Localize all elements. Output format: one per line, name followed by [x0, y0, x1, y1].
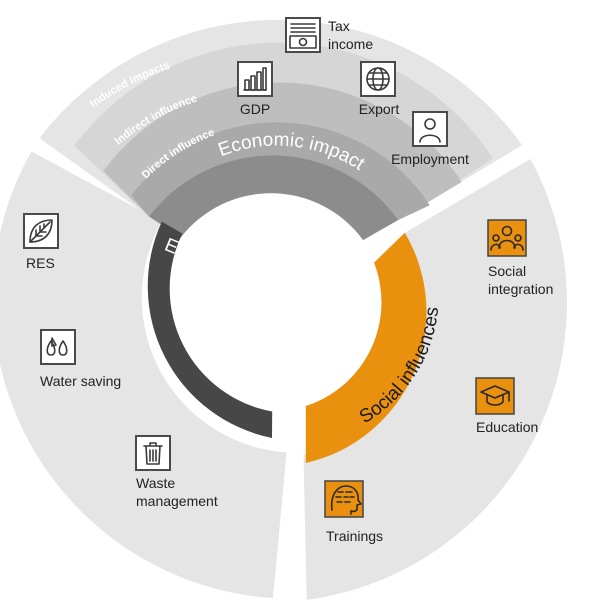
- waste-management-label-line2: management: [136, 493, 218, 509]
- social-integration-item: Social integration: [487, 219, 553, 297]
- tax-income-label-line1: Tax: [328, 18, 350, 34]
- economic-impact-arc: [149, 155, 399, 241]
- person-icon: [412, 111, 448, 147]
- res-item: RES: [23, 213, 59, 271]
- social-outer-sector: [303, 159, 567, 600]
- group-icon: [487, 219, 527, 257]
- social-integration-label-line2: integration: [488, 281, 553, 297]
- globe-icon: [360, 61, 396, 97]
- social-influences-arc: [305, 232, 427, 463]
- environmental-outer-sector: [0, 151, 287, 599]
- environmental-impacts-arc: [147, 221, 273, 438]
- trash-bin-icon: [135, 435, 171, 471]
- export-item: Export: [359, 61, 400, 117]
- graduation-cap-icon: [475, 377, 515, 415]
- gdp-item: GDP: [237, 61, 273, 117]
- social-integration-label-line1: Social: [488, 263, 526, 279]
- bar-chart-icon: [237, 61, 273, 97]
- water-drops-icon: [40, 329, 76, 365]
- leaf-icon: [23, 213, 59, 249]
- employment-label: Employment: [391, 151, 469, 167]
- water-saving-item: Water saving: [40, 329, 121, 389]
- trainings-label: Trainings: [326, 528, 383, 544]
- waste-management-item: Waste management: [135, 435, 218, 509]
- export-label: Export: [359, 101, 400, 117]
- tax-income-item: Tax income: [285, 17, 373, 53]
- res-label: RES: [26, 255, 55, 271]
- trainings-item: Trainings: [324, 480, 383, 544]
- education-item: Education: [475, 377, 538, 435]
- waste-management-label-line1: Waste: [136, 475, 175, 491]
- education-label: Education: [476, 419, 538, 435]
- direct-influence-band: [131, 122, 430, 220]
- tax-income-label-line2: income: [328, 36, 373, 52]
- employment-item: Employment: [391, 111, 469, 167]
- gdp-label: GDP: [240, 101, 270, 117]
- banknote-icon: [285, 17, 321, 53]
- head-code-icon: [324, 480, 364, 518]
- water-saving-label: Water saving: [40, 373, 121, 389]
